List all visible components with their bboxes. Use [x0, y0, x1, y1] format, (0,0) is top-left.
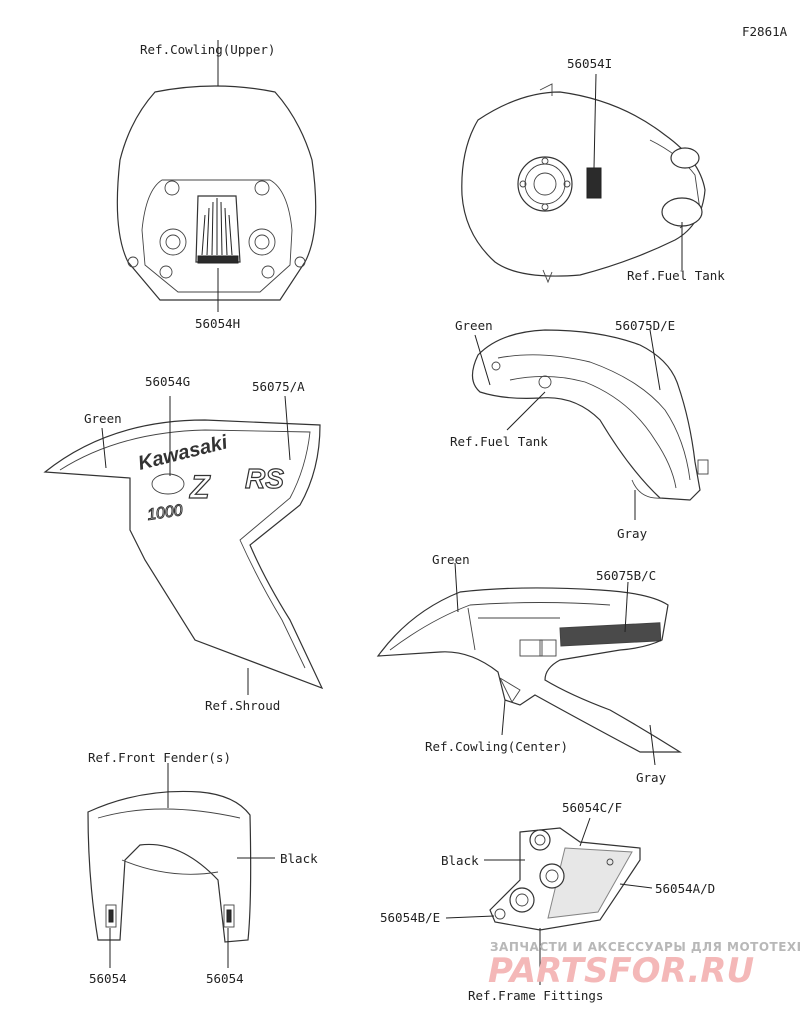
label-56054-left: 56054	[89, 971, 127, 986]
label-56054I: 56054I	[567, 56, 612, 71]
label-green-1: Green	[455, 318, 493, 333]
label-cowling-center: Ref.Cowling(Center)	[425, 739, 568, 754]
decal-displacement: 1000	[146, 502, 184, 524]
decal-model-rs: RS	[245, 463, 284, 494]
label-frame-fittings: Ref.Frame Fittings	[468, 988, 603, 1003]
watermark-line1: ЗАПЧАСТИ И АКСЕССУАРЫ ДЛЯ МОТОТЕХНИКИ	[490, 940, 800, 954]
decal-56054H-stripes	[201, 198, 233, 256]
label-56054-right: 56054	[206, 971, 244, 986]
label-front-fender: Ref.Front Fender(s)	[88, 750, 231, 765]
center-cowling-assembly: Green 56075B/C Ref.Cowling(Center) Gray	[376, 552, 683, 785]
label-gray-1: Gray	[617, 526, 648, 541]
label-56054CF: 56054C/F	[562, 800, 622, 815]
label-gray-2: Gray	[636, 770, 667, 785]
label-56054AD: 56054A/D	[655, 881, 715, 896]
label-black-2: Black	[441, 853, 479, 868]
fuel-tank-side-assembly: Green 56075D/E Ref.Fuel Tank Gray	[450, 318, 709, 541]
shroud-assembly: Kawasaki Z RS 1000 56054G 56075/A Green …	[43, 374, 324, 713]
label-green-2: Green	[84, 411, 122, 426]
label-fuel-tank-2: Ref.Fuel Tank	[450, 434, 548, 449]
label-shroud: Ref.Shroud	[205, 698, 280, 713]
label-56075BC: 56075B/C	[596, 568, 656, 583]
fuel-tank-top-assembly: 56054I Ref.Fuel Tank	[461, 56, 725, 284]
label-black-1: Black	[280, 851, 318, 866]
upper-cowling-assembly: Ref.Cowling(Upper) 56054H	[116, 40, 317, 331]
figure-id: F2861A	[742, 24, 788, 39]
watermark: ЗАПЧАСТИ И АКСЕССУАРЫ ДЛЯ МОТОТЕХНИКИ PA…	[488, 940, 800, 991]
front-fender-assembly: Ref.Front Fender(s) Black 56054 56054	[87, 750, 318, 986]
label-cowling-upper: Ref.Cowling(Upper)	[140, 42, 275, 57]
label-fuel-tank-1: Ref.Fuel Tank	[627, 268, 725, 283]
frame-fittings-assembly: 56054C/F Black 56054A/D 56054B/E Ref.Fra…	[380, 800, 715, 1003]
label-green-3: Green	[432, 552, 470, 567]
label-56054G: 56054G	[145, 374, 190, 389]
label-56054H: 56054H	[195, 316, 240, 331]
watermark-line2: PARTSFOR.RU	[488, 951, 754, 991]
label-56075DE: 56075D/E	[615, 318, 675, 333]
label-56075A: 56075/A	[252, 379, 305, 394]
label-56054BE: 56054B/E	[380, 910, 440, 925]
decal-model-z: Z	[189, 469, 211, 505]
